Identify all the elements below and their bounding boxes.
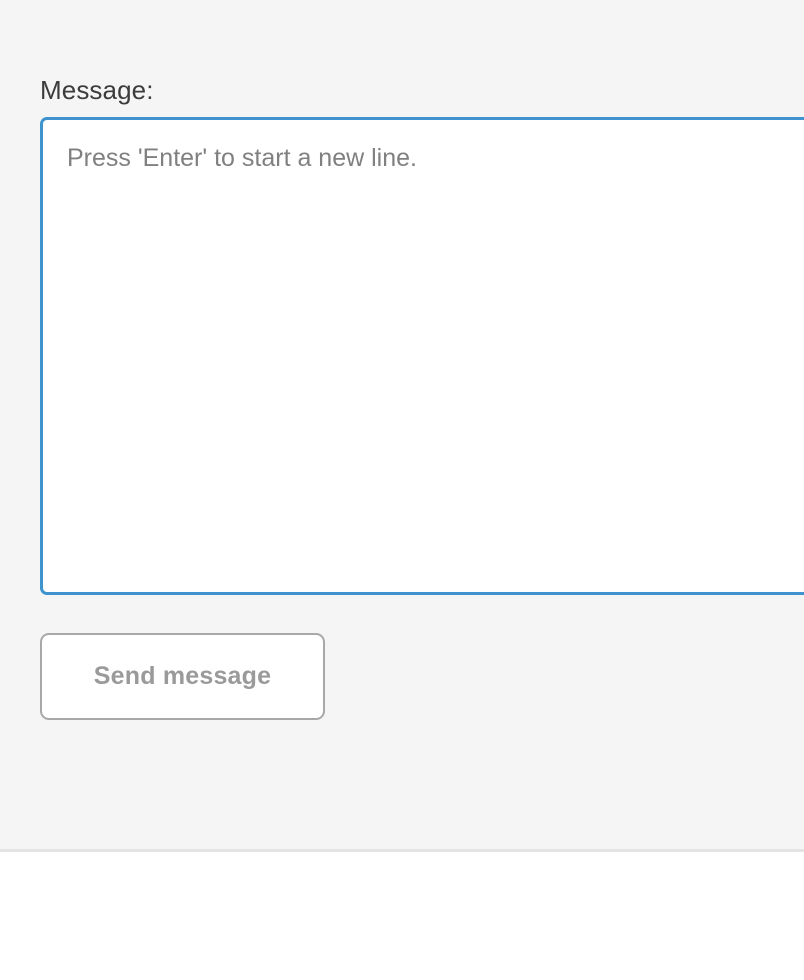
message-input[interactable] xyxy=(40,117,804,595)
send-message-button[interactable]: Send message xyxy=(40,633,325,720)
message-composer-panel: Message: Send message xyxy=(40,75,804,720)
page-background-below-panel xyxy=(0,852,804,980)
message-field-label: Message: xyxy=(40,75,154,105)
panel-divider xyxy=(0,849,804,852)
